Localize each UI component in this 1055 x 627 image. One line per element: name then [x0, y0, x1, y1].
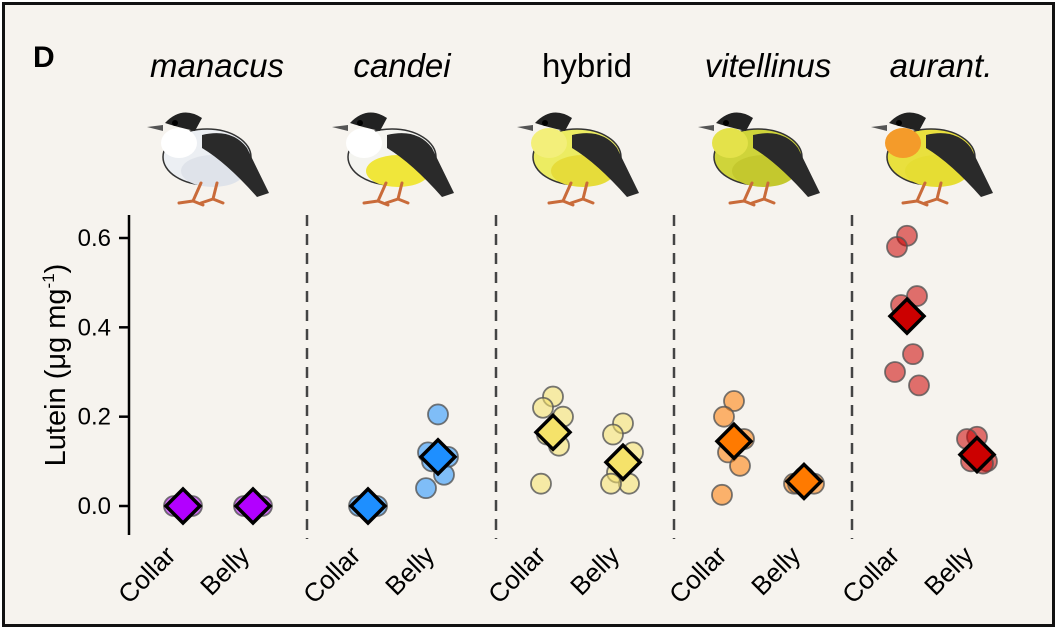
data-point [532, 396, 554, 419]
data-point [427, 403, 449, 426]
data-point [602, 423, 624, 446]
data-point [886, 236, 908, 258]
bird-illustrations [147, 112, 993, 207]
category-label: Belly [564, 540, 625, 601]
category-label: Belly [918, 540, 979, 601]
y-axis: 0.0 0.2 0.4 0.6 [78, 215, 131, 535]
data-point [908, 374, 930, 397]
group-name: candei [353, 47, 452, 84]
group-name: aurant. [890, 47, 993, 84]
y-tick-label: 0.0 [78, 493, 111, 520]
category-label: Collar [836, 540, 905, 609]
data-point [711, 483, 733, 506]
group-name: manacus [150, 47, 284, 84]
white-black-bird [147, 112, 269, 207]
category-label: Belly [745, 540, 806, 601]
orange-throat-bird [871, 112, 993, 207]
mean-marker [603, 442, 643, 482]
category-label: Collar [482, 540, 551, 609]
data-point [530, 472, 552, 495]
ylabel-main: Lutein (μg mg [40, 288, 72, 466]
mean-marker [887, 296, 927, 336]
data-point [884, 361, 906, 383]
data-point [902, 343, 924, 366]
category-label: Belly [194, 540, 255, 601]
mean-marker [418, 437, 458, 477]
ylabel-sup: -1 [39, 273, 58, 288]
category-label: Collar [663, 540, 732, 609]
yellow-belly-bird [332, 112, 454, 207]
panel-letter: D [33, 41, 55, 74]
y-tick-label: 0.4 [78, 314, 111, 341]
category-label: Collar [112, 540, 181, 609]
y-axis-label: Lutein (μg mg-1) [39, 264, 72, 467]
mean-marker [714, 421, 754, 461]
y-tick-label: 0.2 [78, 404, 111, 431]
mean-marker [957, 435, 997, 475]
yellow-bird [517, 112, 639, 207]
data-point [415, 477, 437, 500]
mean-marker [533, 412, 573, 452]
mean-marker [784, 461, 824, 501]
group-separators [305, 215, 854, 539]
olive-yellow-bird [698, 112, 820, 207]
data-point [729, 454, 751, 477]
data-point [600, 472, 622, 495]
category-label: Belly [379, 540, 440, 601]
group-name: hybrid [542, 47, 632, 84]
y-tick-label: 0.6 [78, 225, 111, 252]
category-label: Collar [297, 540, 366, 609]
ylabel-close: ) [40, 264, 72, 274]
data-point [713, 405, 735, 428]
mean-marker [348, 486, 388, 526]
mean-marker [163, 486, 203, 526]
mean-marker [233, 486, 273, 526]
group-name: vitellinus [705, 47, 832, 84]
data-point [723, 390, 745, 412]
